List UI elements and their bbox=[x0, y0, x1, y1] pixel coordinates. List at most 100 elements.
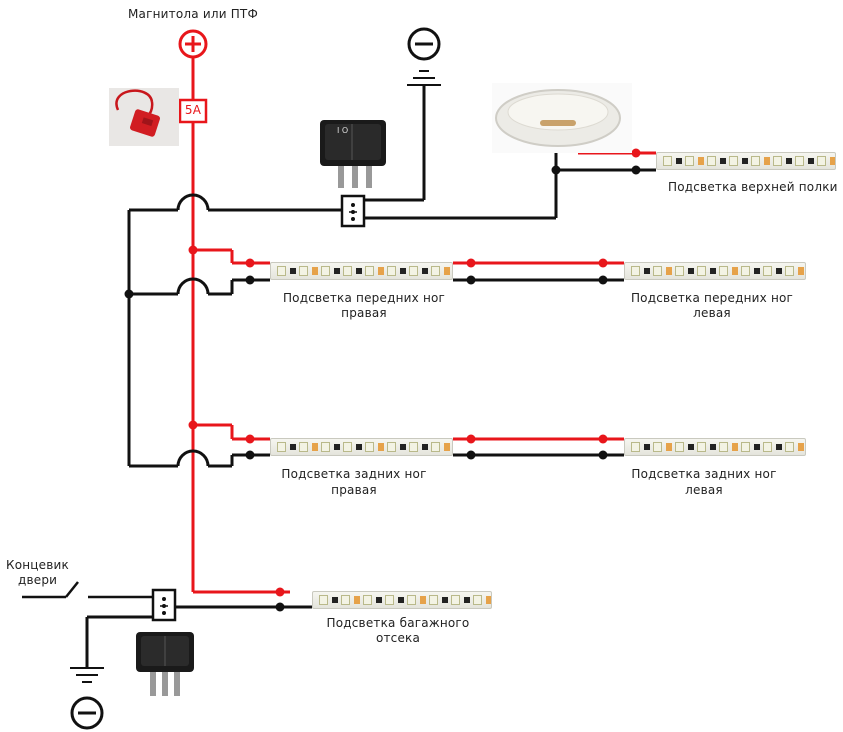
strip-label-rear-right: Подсветка задних ног bbox=[281, 467, 427, 481]
resistor bbox=[732, 267, 738, 275]
switch-symbol-bottom bbox=[151, 588, 177, 622]
strip-label-front-left-side: левая bbox=[693, 306, 731, 320]
resistor bbox=[644, 444, 650, 450]
resistor bbox=[688, 268, 694, 274]
led-strip-upper-shelf bbox=[656, 152, 836, 170]
led-chip bbox=[763, 266, 772, 276]
led-chip bbox=[631, 442, 640, 452]
resistor bbox=[334, 444, 340, 450]
resistor bbox=[354, 596, 360, 604]
resistor bbox=[356, 444, 362, 450]
resistor bbox=[422, 444, 428, 450]
strip-label-upper-shelf: Подсветка верхней полки bbox=[668, 180, 838, 194]
resistor bbox=[676, 158, 682, 164]
resistor bbox=[290, 444, 296, 450]
led-chip bbox=[451, 595, 460, 605]
ground-top bbox=[364, 27, 441, 202]
strip-label-front-right: Подсветка передних ног bbox=[282, 291, 446, 305]
led-strip-trunk bbox=[312, 591, 492, 609]
resistor bbox=[356, 268, 362, 274]
resistor bbox=[710, 268, 716, 274]
strip-label-rear-left-side: левая bbox=[685, 483, 723, 497]
led-chip bbox=[277, 266, 286, 276]
strip-label-trunk: Подсветка багажного bbox=[326, 616, 470, 630]
resistor bbox=[666, 267, 672, 275]
resistor bbox=[290, 268, 296, 274]
led-chip bbox=[363, 595, 372, 605]
switch-symbol-top bbox=[340, 194, 366, 228]
resistor bbox=[742, 158, 748, 164]
led-chip bbox=[785, 442, 794, 452]
led-chip bbox=[795, 156, 804, 166]
resistor bbox=[420, 596, 426, 604]
led-strip-rear-left bbox=[624, 438, 806, 456]
ceiling-lamp-image bbox=[492, 83, 632, 153]
led-chip bbox=[763, 442, 772, 452]
resistor bbox=[378, 443, 384, 451]
led-chip bbox=[473, 595, 482, 605]
resistor bbox=[688, 444, 694, 450]
led-strip-rear-right bbox=[270, 438, 453, 456]
led-chip bbox=[719, 266, 728, 276]
led-chip bbox=[321, 442, 330, 452]
led-chip bbox=[729, 156, 738, 166]
resistor bbox=[312, 443, 318, 451]
resistor bbox=[444, 443, 450, 451]
resistor bbox=[764, 157, 770, 165]
resistor bbox=[332, 597, 338, 603]
led-chip bbox=[653, 266, 662, 276]
led-chip bbox=[319, 595, 328, 605]
led-chip bbox=[385, 595, 394, 605]
door-switch-label: Концевик bbox=[6, 558, 69, 572]
led-chip bbox=[773, 156, 782, 166]
led-chip bbox=[817, 156, 826, 166]
led-chip bbox=[751, 156, 760, 166]
resistor bbox=[798, 443, 804, 451]
resistor bbox=[798, 267, 804, 275]
fuse bbox=[178, 98, 208, 124]
svg-text:I O: I O bbox=[337, 126, 348, 135]
resistor bbox=[376, 597, 382, 603]
resistor bbox=[442, 597, 448, 603]
door-switch-label-line2: двери bbox=[18, 573, 58, 587]
fuse-label: 5А bbox=[184, 103, 202, 117]
strip-label-front-right-side: правая bbox=[341, 306, 387, 320]
led-chip bbox=[365, 266, 374, 276]
resistor bbox=[464, 597, 470, 603]
resistor bbox=[720, 158, 726, 164]
led-chip bbox=[431, 442, 440, 452]
resistor bbox=[644, 268, 650, 274]
power-source-label: Магнитола или ПТФ bbox=[128, 7, 258, 21]
resistor bbox=[786, 158, 792, 164]
fuse-holder-image bbox=[109, 88, 179, 146]
ground-bottom bbox=[70, 667, 104, 730]
strip-label-trunk-line2: отсека bbox=[375, 631, 421, 645]
strip-label-rear-right-side: правая bbox=[331, 483, 377, 497]
rocker-switch-top-image: I O bbox=[320, 120, 386, 188]
led-chip bbox=[631, 266, 640, 276]
positive-bus bbox=[191, 57, 290, 594]
resistor bbox=[830, 157, 835, 165]
resistor bbox=[334, 268, 340, 274]
resistor bbox=[776, 268, 782, 274]
led-chip bbox=[431, 266, 440, 276]
led-chip bbox=[299, 266, 308, 276]
led-chip bbox=[387, 442, 396, 452]
strip-label-rear-left: Подсветка задних ног bbox=[631, 467, 777, 481]
junction-dots bbox=[124, 148, 641, 612]
led-chip bbox=[407, 595, 416, 605]
led-chip bbox=[707, 156, 716, 166]
resistor bbox=[776, 444, 782, 450]
led-chip bbox=[685, 156, 694, 166]
led-chip bbox=[409, 266, 418, 276]
resistor bbox=[698, 157, 704, 165]
resistor bbox=[754, 444, 760, 450]
resistor bbox=[754, 268, 760, 274]
led-chip bbox=[719, 442, 728, 452]
led-chip bbox=[675, 266, 684, 276]
led-chip bbox=[697, 266, 706, 276]
led-chip bbox=[663, 156, 672, 166]
led-chip bbox=[343, 442, 352, 452]
led-chip bbox=[321, 266, 330, 276]
